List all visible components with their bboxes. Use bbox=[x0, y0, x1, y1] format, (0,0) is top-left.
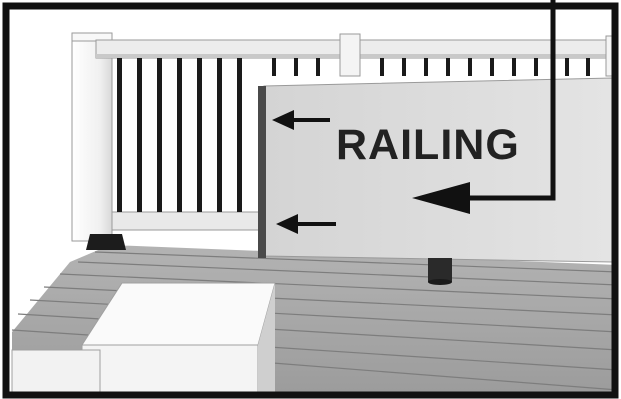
post-base bbox=[86, 234, 126, 250]
panel-edge bbox=[258, 86, 266, 258]
middle-post bbox=[340, 34, 360, 76]
bottom-rail bbox=[112, 212, 264, 230]
support-post-cap bbox=[428, 258, 452, 285]
railing-label: RAILING bbox=[336, 122, 520, 168]
lower-step bbox=[12, 350, 100, 395]
leaning-panel bbox=[258, 78, 612, 262]
foreground-box bbox=[82, 283, 275, 395]
